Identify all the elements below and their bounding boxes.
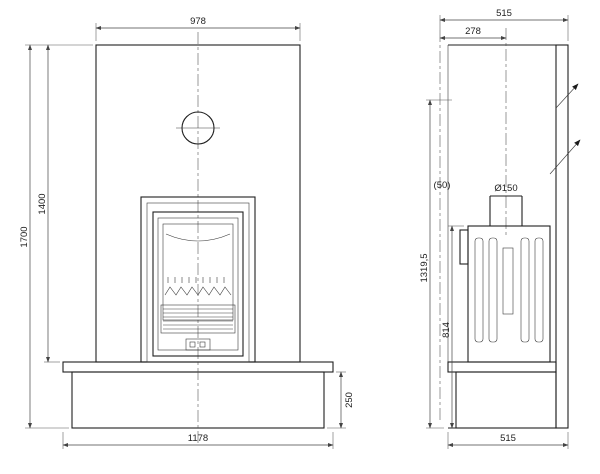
front-total-height-label: 1700	[19, 226, 30, 247]
airflow-arrow-upper	[555, 83, 579, 109]
dim-front-hearth-height: 250	[327, 371, 355, 429]
front-opening-height-label: 1400	[37, 193, 48, 214]
stove-air-holes	[167, 277, 225, 283]
side-outlet-height-label: 1319,5	[419, 253, 430, 282]
side-back-panel	[555, 44, 569, 429]
side-flue-pipe	[489, 195, 523, 226]
stove-baffle-arc	[165, 233, 231, 242]
stove-nameplate	[185, 338, 211, 351]
stove-grate-zigzag	[164, 286, 232, 296]
front-view: 978 1700 1400 250 1178	[19, 16, 355, 449]
side-base-depth-label: 515	[500, 433, 516, 444]
side-stove-door-edge	[459, 229, 469, 265]
side-gap-label: (50)	[434, 180, 451, 191]
dim-front-base-width: 1178	[62, 432, 334, 449]
side-flue-diameter-label: Ø150	[494, 183, 517, 194]
side-flue-offset-label: 278	[465, 26, 481, 37]
front-base-width-label: 1178	[188, 433, 208, 444]
front-stove-insert	[140, 196, 256, 363]
stove-glass	[162, 223, 234, 321]
airflow-arrows	[549, 83, 581, 175]
dim-front-total-height: 1700	[19, 44, 93, 429]
airflow-arrow-lower	[549, 139, 581, 175]
side-view: 515 278 (50) Ø150 1319,5 814	[419, 8, 581, 449]
dim-side-stove-height: 814	[441, 225, 464, 429]
front-hearth-height-label: 250	[344, 392, 355, 408]
stove-vent-grill	[160, 304, 236, 334]
dim-side-flue-offset: 278	[439, 26, 507, 41]
side-stove-height-label: 814	[441, 322, 452, 338]
dim-side-outlet-height: 1319,5	[419, 99, 452, 429]
front-top-width-label: 978	[190, 16, 206, 27]
flue-outlet-circle	[176, 111, 220, 145]
dim-front-opening-height: 1400	[37, 44, 60, 363]
side-stove-body	[459, 225, 551, 363]
side-stove-latch-bar	[502, 247, 514, 315]
dim-front-top-width: 978	[95, 16, 301, 41]
side-hearth-bench	[447, 361, 557, 429]
dim-side-base-depth: 515	[447, 432, 569, 449]
side-top-depth-label: 515	[496, 8, 512, 19]
dim-side-top-depth: 515	[439, 8, 569, 41]
